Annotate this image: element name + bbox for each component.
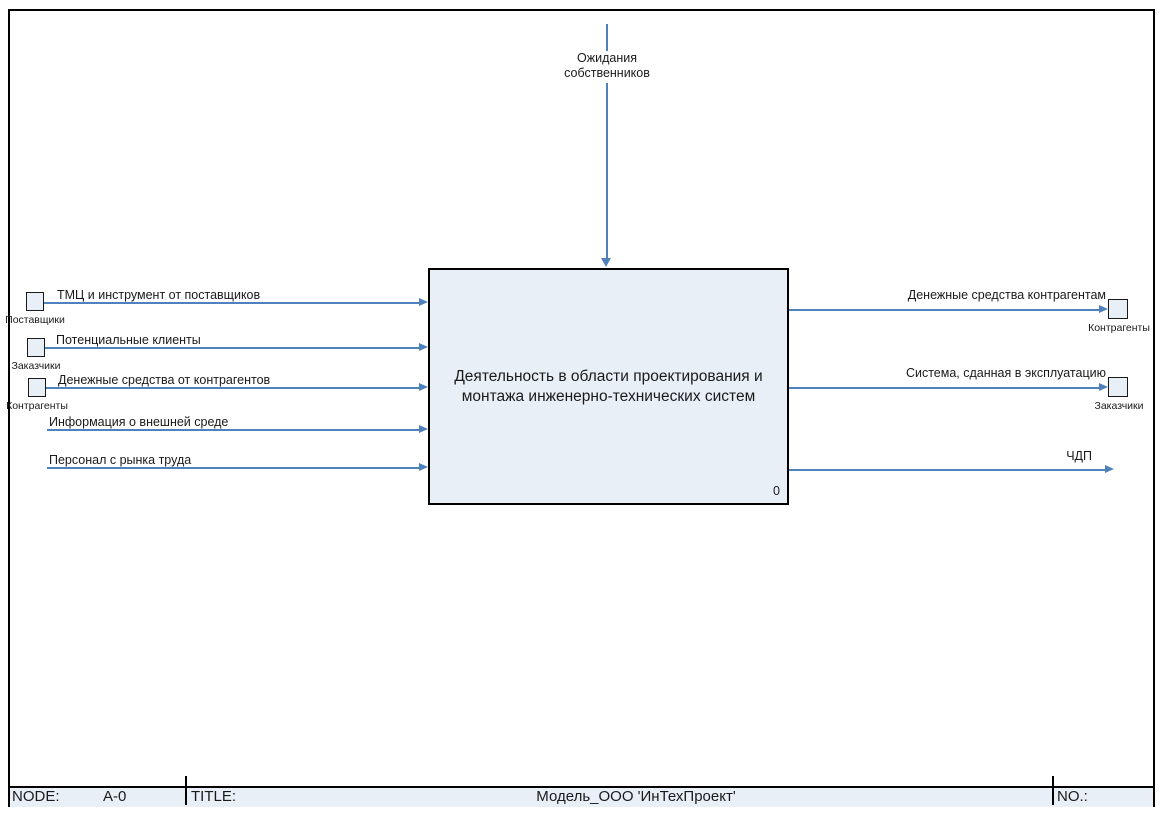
footer-bar xyxy=(10,786,1153,807)
output-2-arrowhead-icon xyxy=(1099,383,1108,391)
output-2-line xyxy=(789,387,1099,389)
output-2-label: Система, сданная в эксплуатацию xyxy=(905,366,1106,380)
output-3-arrowhead-icon xyxy=(1105,465,1114,473)
control-arrow-line-lower xyxy=(606,83,608,259)
activity-box[interactable]: Деятельность в области проектирования и … xyxy=(428,268,789,505)
output-1-arrowhead-icon xyxy=(1099,305,1108,313)
entity-square-customers[interactable] xyxy=(27,338,45,357)
output-1-line xyxy=(789,309,1099,311)
input-5-line xyxy=(47,467,419,469)
control-arrowhead-icon xyxy=(601,258,611,267)
entity-square-counterparties[interactable] xyxy=(28,378,46,397)
entity-label-counterparties-out: Контрагенты xyxy=(1088,322,1150,334)
input-1-label: ТМЦ и инструмент от поставщиков xyxy=(57,288,261,302)
input-3-arrowhead-icon xyxy=(419,383,428,391)
input-5-label: Персонал с рынка труда xyxy=(49,453,192,467)
input-1-arrowhead-icon xyxy=(419,298,428,306)
footer-divider-1 xyxy=(185,776,187,805)
input-4-label: Информация о внешней среде xyxy=(49,415,229,429)
footer-node-value: A-0 xyxy=(103,788,127,805)
control-arrow-line-upper xyxy=(606,24,608,51)
entity-label-customers-out: Заказчики xyxy=(1094,400,1144,412)
entity-label-counterparties: Контрагенты xyxy=(6,400,68,412)
input-2-line xyxy=(45,347,419,349)
input-3-line xyxy=(46,387,419,389)
input-1-line xyxy=(44,302,419,304)
footer-node-label: NODE: xyxy=(12,788,60,805)
entity-square-counterparties-out[interactable] xyxy=(1108,299,1128,319)
output-3-label: ЧДП xyxy=(1066,449,1092,463)
activity-box-title: Деятельность в области проектирования и … xyxy=(454,367,763,405)
entity-square-suppliers[interactable] xyxy=(26,292,44,311)
entity-label-customers: Заказчики xyxy=(11,360,61,372)
input-2-label: Потенциальные клиенты xyxy=(56,333,201,347)
input-3-label: Денежные средства от контрагентов xyxy=(58,373,271,387)
footer-title-label: TITLE: xyxy=(191,788,237,805)
entity-square-customers-out[interactable] xyxy=(1108,377,1128,397)
entity-label-suppliers: Поставщики xyxy=(5,314,65,326)
input-5-arrowhead-icon xyxy=(419,463,428,471)
output-1-label: Денежные средства контрагентам xyxy=(907,288,1106,302)
control-arrow-label: Ожидания собственников xyxy=(564,51,650,80)
output-3-line xyxy=(789,469,1105,471)
input-2-arrowhead-icon xyxy=(419,343,428,351)
footer-divider-2 xyxy=(1052,776,1054,805)
footer-no-label: NO.: xyxy=(1057,788,1088,805)
input-4-arrowhead-icon xyxy=(419,425,428,433)
footer-title-value: Модель_ООО 'ИнТехПроект' xyxy=(536,788,736,805)
input-4-line xyxy=(47,429,419,431)
activity-box-node-number: 0 xyxy=(773,484,780,498)
